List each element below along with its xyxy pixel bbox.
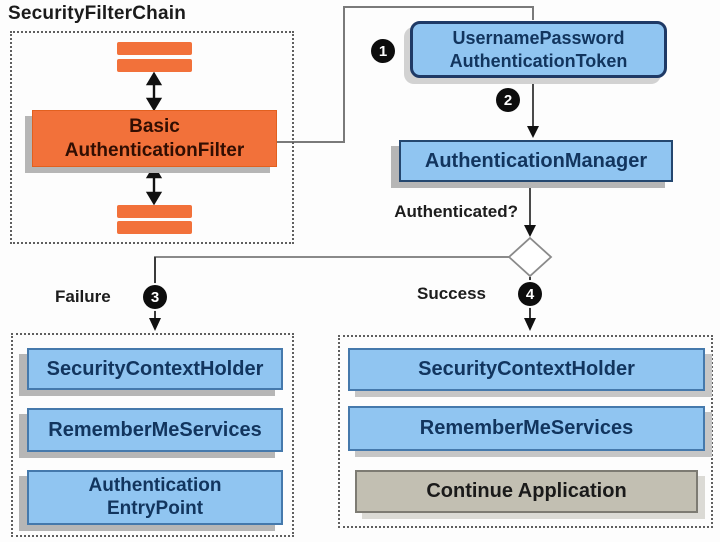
failure-label: Failure: [55, 287, 111, 306]
filter-bar-bottom-2: [117, 221, 192, 234]
decision-diamond: [507, 236, 553, 278]
failure-security-context-holder-label: SecurityContextHolder: [46, 358, 264, 380]
basic-authentication-filter-line1: Basic: [129, 116, 180, 138]
step-3-badge-icon: 3: [143, 285, 167, 309]
step-4-badge-icon: 4: [518, 282, 542, 306]
token-box-line1: UsernamePassword: [452, 28, 625, 48]
filter-bar-bottom-1: [117, 205, 192, 218]
success-security-context-holder-box: SecurityContextHolder: [348, 348, 705, 391]
failure-remember-me-services-label: RememberMeServices: [48, 419, 262, 441]
security-filter-chain-title: SecurityFilterChain: [8, 3, 187, 24]
success-remember-me-services-label: RememberMeServices: [419, 417, 634, 439]
basic-authentication-filter-line2: AuthenticationFilter: [64, 139, 245, 161]
failure-remember-me-services-box: RememberMeServices: [27, 408, 283, 452]
filter-bar-top-1: [117, 42, 192, 55]
filter-bar-top-2: [117, 59, 192, 72]
success-branch-container: [338, 335, 713, 528]
authentication-manager-box: AuthenticationManager: [399, 140, 673, 182]
authentication-manager-label: AuthenticationManager: [424, 149, 648, 172]
success-remember-me-services-box: RememberMeServices: [348, 406, 705, 451]
authentication-entry-point-box: Authentication EntryPoint: [27, 470, 283, 525]
continue-application-label: Continue Application: [426, 480, 627, 502]
step-2-badge-icon: 2: [496, 88, 520, 112]
success-security-context-holder-label: SecurityContextHolder: [418, 358, 635, 380]
continue-application-box: Continue Application: [355, 470, 698, 513]
success-label: Success: [417, 284, 486, 303]
step-1-badge-icon: 1: [371, 39, 395, 63]
authenticated-question-label: Authenticated?: [394, 202, 518, 221]
basic-authentication-filter-box: Basic AuthenticationFilter: [32, 110, 277, 167]
failure-security-context-holder-box: SecurityContextHolder: [27, 348, 283, 390]
security-filter-chain-container: [10, 31, 294, 244]
authentication-entry-point-line1: Authentication: [88, 474, 222, 496]
username-password-token-box: UsernamePassword AuthenticationToken: [410, 21, 667, 78]
failure-branch-container: [11, 333, 294, 537]
authentication-entry-point-line2: EntryPoint: [106, 497, 204, 519]
token-box-line2: AuthenticationToken: [449, 50, 628, 71]
